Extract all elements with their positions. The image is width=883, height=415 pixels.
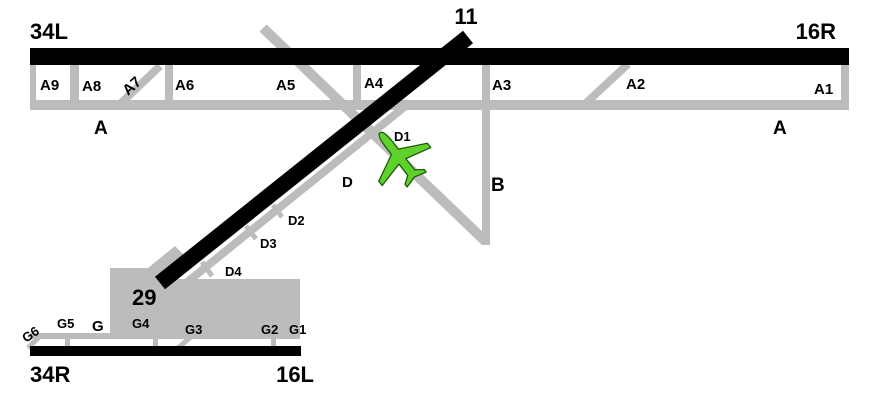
runway-label-11: 11: [454, 4, 477, 29]
runway-label-34r: 34R: [30, 362, 70, 387]
taxiway-label-g: G: [92, 318, 104, 335]
taxiway-g4: [153, 336, 158, 348]
runway-label-29: 29: [132, 285, 156, 310]
taxiway-a: [30, 100, 849, 110]
taxiway-a8: [70, 60, 79, 105]
taxiway-label-d: D: [342, 174, 353, 191]
taxiway-a3: [482, 60, 490, 105]
taxiway-d: [162, 100, 411, 304]
taxiway-label-a5: A5: [276, 77, 295, 94]
taxiway-label-d4: D4: [225, 264, 242, 279]
runway-label-16l: 16L: [276, 362, 314, 387]
taxiway-label-g6: G6: [19, 323, 42, 345]
taxiway-a2: [582, 61, 631, 107]
taxiway-g2: [271, 336, 276, 348]
runway-11-29: [155, 30, 473, 290]
taxiway-label-d2: D2: [288, 213, 305, 228]
runway-label-16r: 16R: [796, 19, 836, 44]
taxiway-a9: [30, 60, 36, 105]
taxiway-a4: [353, 60, 361, 105]
airplane-icon[interactable]: [356, 114, 441, 199]
taxiway-g: [30, 333, 300, 339]
taxiway-label-a-west: A: [94, 118, 108, 139]
taxiway-label-a1: A1: [814, 81, 833, 98]
taxiway-label-g2: G2: [261, 322, 278, 337]
runway-label-34l: 34L: [30, 19, 68, 44]
taxiway-label-a4: A4: [364, 75, 384, 92]
taxiway-label-a2: A2: [626, 76, 645, 93]
taxiway-g5: [65, 336, 70, 348]
runway-34r-16l: [30, 346, 301, 356]
taxiway-a7: [117, 63, 163, 107]
taxiway-label-a6: A6: [175, 77, 194, 94]
taxiway-d3-stub: [244, 224, 258, 241]
taxiway-label-g3: G3: [185, 322, 202, 337]
taxiway-label-g1: G1: [289, 322, 306, 337]
runways: [30, 30, 849, 356]
taxiway-label-g4: G4: [132, 316, 150, 331]
taxiway-b: [482, 104, 490, 245]
taxiway-a6: [165, 60, 173, 105]
taxiway-label-a-east: A: [773, 118, 787, 139]
taxiway-label-a3: A3: [492, 77, 511, 94]
taxiway-label-a8: A8: [82, 78, 101, 95]
taxiway-label-d1: D1: [394, 129, 411, 144]
apron: [110, 246, 300, 337]
taxiway-label-g5: G5: [57, 316, 74, 331]
taxiway-label-a9: A9: [40, 77, 59, 94]
taxiway-d2-stub: [271, 203, 284, 219]
taxiway-g3: [176, 333, 195, 350]
taxiway-d4-stub: [199, 260, 215, 278]
taxiway-label-b: B: [491, 175, 505, 196]
taxiway-label-a7: A7: [119, 74, 145, 99]
taxiway-a1: [841, 60, 849, 105]
taxiway-label-d3: D3: [260, 236, 277, 251]
